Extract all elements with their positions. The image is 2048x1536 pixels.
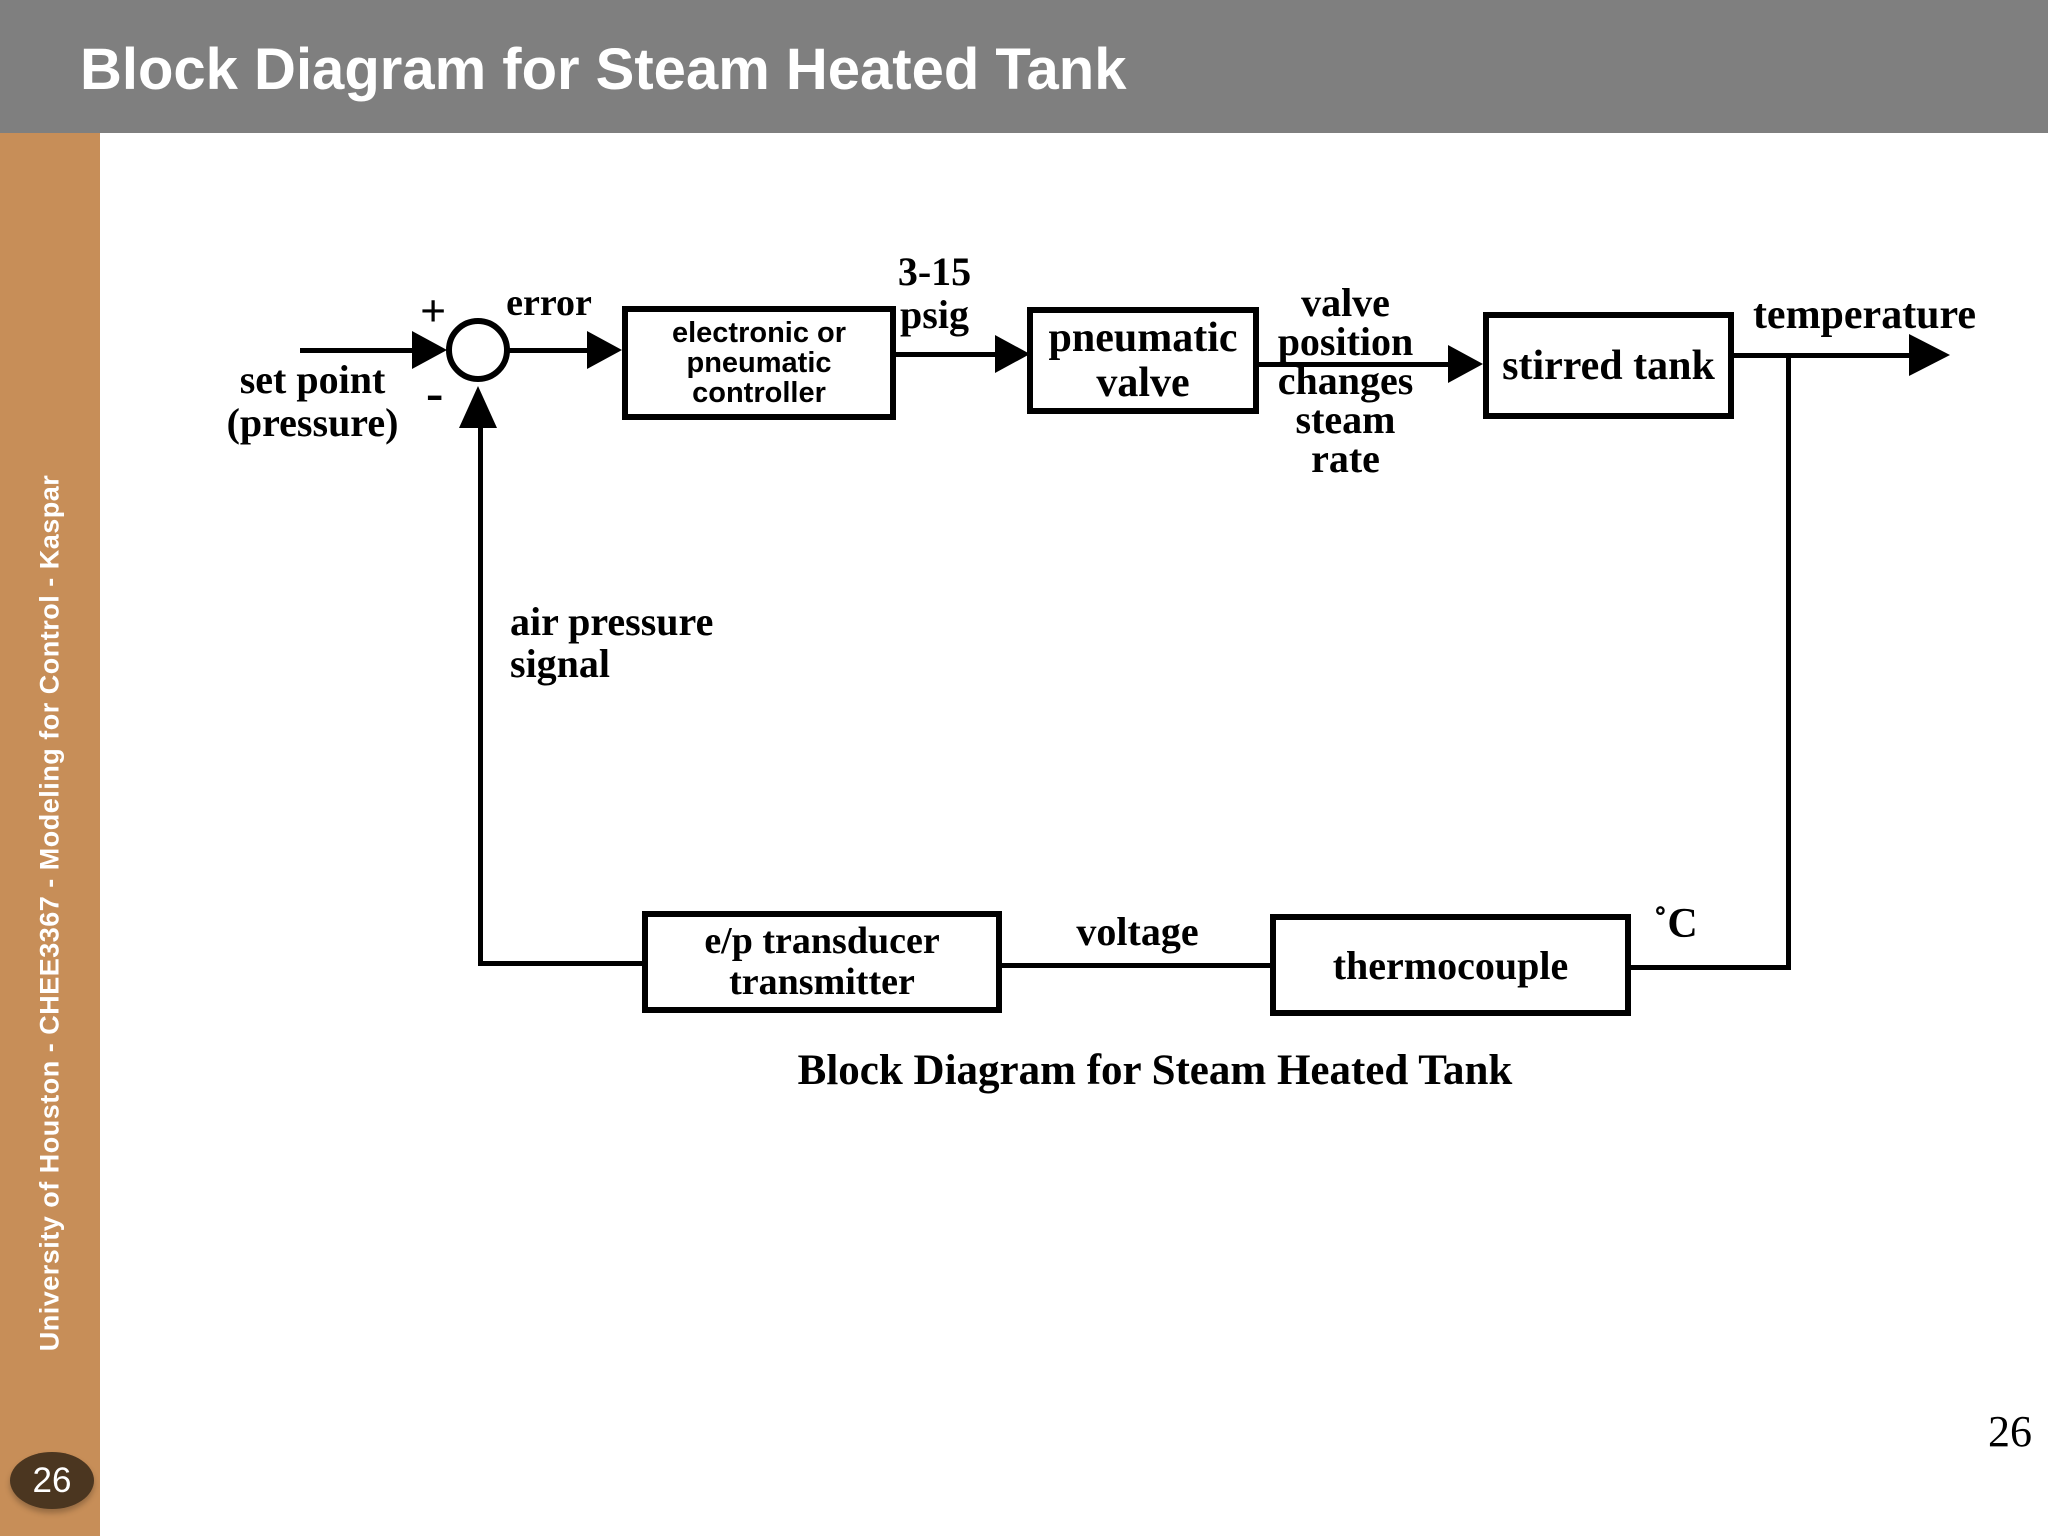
arrowhead-into-controller-icon bbox=[587, 331, 622, 369]
arrowhead-into-valve-icon bbox=[995, 335, 1030, 373]
connector-thermocouple-to-ep-line bbox=[1002, 963, 1270, 968]
label-valve-position-line3: changes bbox=[1277, 358, 1414, 403]
arrowhead-into-tank-icon bbox=[1448, 345, 1483, 383]
label-degrees-celsius: ˚C bbox=[1653, 901, 1698, 947]
slide-number-badge: 26 bbox=[10, 1452, 94, 1509]
connector-valve-to-tank-line bbox=[1259, 362, 1448, 367]
block-controller-line1: electronic or bbox=[671, 317, 847, 349]
block-pneumatic-valve: pneumatic valve bbox=[1027, 307, 1259, 414]
label-air-pressure-line2: signal bbox=[510, 641, 611, 686]
connector-error-line bbox=[509, 348, 587, 353]
label-temperature: temperature bbox=[1752, 292, 1977, 338]
label-valve-position-line1: valve bbox=[1301, 280, 1390, 325]
label-error: error bbox=[506, 282, 592, 324]
slide-number-badge-text: 26 bbox=[32, 1460, 72, 1500]
sidebar: University of Houston - CHEE3367 - Model… bbox=[0, 133, 100, 1536]
block-thermocouple-label: thermocouple bbox=[1332, 942, 1569, 988]
block-stirred-tank: stirred tank bbox=[1483, 312, 1734, 419]
block-controller: electronic or pneumatic controller bbox=[622, 306, 896, 420]
label-valve-position-line4: steam bbox=[1295, 397, 1396, 442]
connector-controller-to-valve-line bbox=[896, 352, 995, 357]
block-valve-line2: valve bbox=[1096, 359, 1190, 406]
block-tank-label: stirred tank bbox=[1502, 342, 1715, 389]
slide-header: Block Diagram for Steam Heated Tank bbox=[0, 0, 2048, 133]
label-air-pressure-signal: air pressure signal bbox=[510, 601, 840, 685]
connector-temperature-output-line bbox=[1734, 353, 1909, 358]
label-set-point: set point (pressure) bbox=[180, 358, 445, 444]
diagram-caption: Block Diagram for Steam Heated Tank bbox=[797, 1047, 1513, 1094]
label-valve-position-line5: rate bbox=[1311, 436, 1380, 481]
block-valve-line1: pneumatic bbox=[1048, 314, 1238, 361]
arrowhead-temperature-output-icon bbox=[1909, 334, 1950, 376]
slide-title: Block Diagram for Steam Heated Tank bbox=[80, 37, 1127, 102]
label-valve-position-line2: position bbox=[1277, 319, 1414, 364]
page-number: 26 bbox=[1988, 1407, 2032, 1456]
label-set-point-line1: set point bbox=[239, 357, 386, 402]
summing-minus-sign: - bbox=[426, 365, 444, 422]
block-thermocouple: thermocouple bbox=[1270, 914, 1631, 1016]
block-controller-line2: pneumatic bbox=[686, 347, 832, 379]
summing-plus-sign: + bbox=[420, 285, 447, 336]
block-ep-line1: e/p transducer bbox=[704, 920, 940, 962]
connector-feedback-drop-line bbox=[1786, 353, 1791, 970]
arrowhead-into-summing-junction-icon bbox=[412, 331, 447, 369]
block-ep-line2: transmitter bbox=[729, 961, 915, 1003]
label-air-pressure-line1: air pressure bbox=[510, 599, 714, 644]
label-set-point-line2: (pressure) bbox=[226, 400, 399, 445]
connector-ep-to-riser-line bbox=[478, 961, 645, 966]
label-valve-position: valve position changes steam rate bbox=[1243, 280, 1448, 481]
block-ep-transducer-transmitter: e/p transducer transmitter bbox=[642, 911, 1002, 1013]
summing-junction bbox=[446, 318, 510, 382]
label-voltage: voltage bbox=[1076, 909, 1199, 954]
sidebar-course-label: University of Houston - CHEE3367 - Model… bbox=[34, 474, 65, 1352]
label-signal-range-line1: 3-15 bbox=[897, 249, 972, 294]
connector-feedback-riser-line bbox=[478, 428, 483, 966]
connector-setpoint-line bbox=[300, 348, 412, 353]
connector-into-thermocouple-line bbox=[1631, 965, 1791, 970]
label-signal-range-line2: psig bbox=[900, 292, 969, 337]
label-signal-range: 3-15 psig bbox=[872, 250, 997, 336]
arrowhead-into-summing-junction-bottom-icon bbox=[459, 386, 497, 428]
block-controller-line3: controller bbox=[692, 377, 826, 409]
